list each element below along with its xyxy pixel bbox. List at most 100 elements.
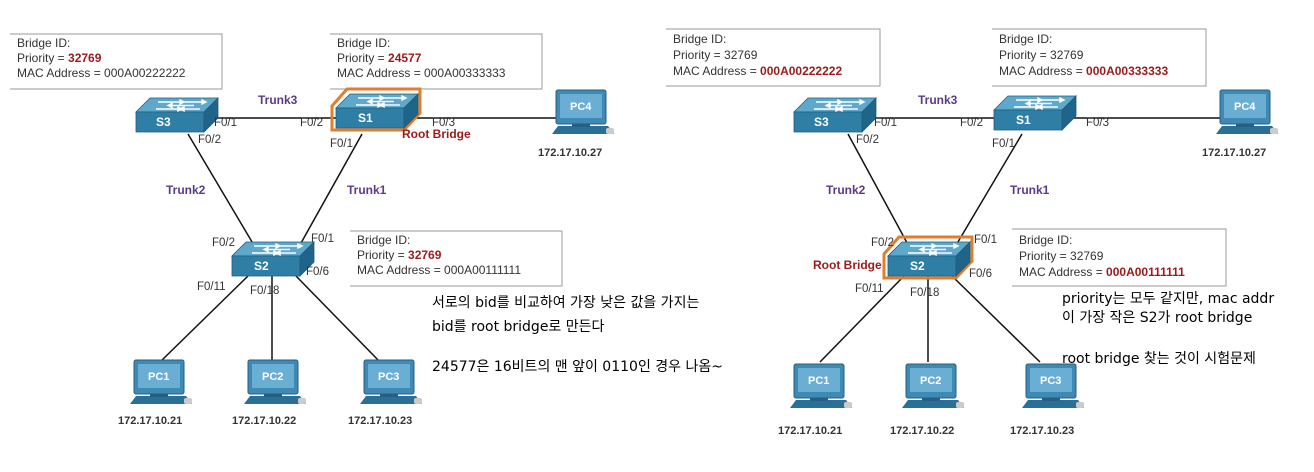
svg-text:PC3: PC3: [378, 371, 399, 383]
port-s1-f03: F0/3: [432, 117, 455, 129]
link-s3-s2-right: [847, 133, 913, 253]
bid-box-s3: Bridge ID: Priority = 32769 MAC Address …: [10, 33, 223, 90]
port-s2-f02: F0/2: [212, 237, 235, 249]
note-right-3: root bridge 찾는 것이 시험문제: [1062, 351, 1256, 367]
svg-text:Priority = 32769: Priority = 32769: [17, 51, 102, 65]
pc2-ip-right: 172.17.10.22: [890, 425, 954, 437]
svg-text:Priority = 32769: Priority = 32769: [1019, 249, 1104, 263]
pc4[interactable]: PC4: [551, 89, 615, 135]
port-s1-f03-right: F0/3: [1086, 117, 1109, 129]
svg-text:PC2: PC2: [920, 375, 941, 387]
pc1[interactable]: PC1: [129, 359, 193, 405]
port-s1-f02: F0/2: [300, 117, 323, 129]
trunk1-label-right: Trunk1: [1010, 183, 1050, 197]
svg-text:MAC Address = 000A00111111: MAC Address = 000A00111111: [1019, 265, 1185, 279]
port-s3-f01-right: F0/1: [874, 117, 897, 129]
port-s2-f01: F0/1: [311, 233, 334, 245]
svg-text:S3: S3: [156, 115, 171, 129]
root-outline-s1: [330, 87, 422, 132]
svg-text:S3: S3: [814, 115, 829, 129]
port-s2-f011-right: F0/11: [855, 283, 884, 295]
trunk3-label-right: Trunk3: [918, 93, 958, 107]
port-s2-f018-right: F0/18: [910, 287, 939, 299]
bid-box-s1-right: Bridge ID: Priority = 32769 MAC Address …: [992, 28, 1207, 87]
svg-text:S1: S1: [1016, 113, 1031, 127]
svg-text:Bridge ID:: Bridge ID:: [357, 233, 410, 247]
link-s2-pc1: [159, 275, 249, 363]
switch-s1-right[interactable]: S1: [993, 95, 1077, 131]
bid-box-s2-right: Bridge ID: Priority = 32769 MAC Address …: [1012, 228, 1227, 287]
svg-text:Bridge ID:: Bridge ID:: [999, 32, 1052, 46]
svg-text:Priority = 24577: Priority = 24577: [337, 51, 422, 65]
svg-text:PC3: PC3: [1040, 375, 1061, 387]
trunk2-label: Trunk2: [166, 183, 206, 197]
svg-text:Priority = 32769: Priority = 32769: [999, 48, 1084, 62]
link-s3-s2: [187, 133, 259, 253]
switch-s1[interactable]: S1: [335, 93, 419, 129]
pc4-ip: 172.17.10.27: [538, 147, 602, 159]
switch-s3[interactable]: S3: [135, 97, 219, 133]
pc2-right[interactable]: PC2: [901, 363, 965, 409]
svg-text:Bridge ID:: Bridge ID:: [17, 36, 70, 50]
port-s2-f018: F0/18: [250, 285, 279, 297]
bid-box-s3-right: Bridge ID: Priority = 32769 MAC Address …: [666, 28, 881, 87]
trunk1-label: Trunk1: [347, 183, 387, 197]
port-s2-f06-right: F0/6: [969, 268, 992, 280]
svg-text:PC2: PC2: [262, 371, 283, 383]
switch-s2-right[interactable]: S2: [887, 241, 971, 277]
svg-text:Priority = 32769: Priority = 32769: [357, 248, 442, 262]
svg-text:S2: S2: [254, 259, 269, 273]
link-s1-s2-right: [951, 133, 1023, 253]
root-outline-s2: [882, 235, 974, 280]
pc1-ip: 172.17.10.21: [118, 415, 182, 427]
pc3-ip: 172.17.10.23: [348, 415, 412, 427]
link-s2-pc3: [295, 275, 381, 363]
svg-text:PC4: PC4: [1234, 101, 1256, 113]
svg-text:MAC Address = 000A00333333: MAC Address = 000A00333333: [999, 64, 1168, 78]
pc4-ip-right: 172.17.10.27: [1202, 147, 1266, 159]
bid-box-s2: Bridge ID: Priority = 32769 MAC Address …: [350, 230, 563, 287]
svg-text:MAC Address = 000A00222222: MAC Address = 000A00222222: [673, 64, 842, 78]
switch-s2[interactable]: S2: [231, 241, 315, 277]
port-s2-f02-right: F0/2: [871, 237, 894, 249]
port-s3-f02: F0/2: [198, 134, 221, 146]
port-s2-f01-right: F0/1: [974, 234, 997, 246]
pc3-right[interactable]: PC3: [1021, 363, 1085, 409]
svg-text:Bridge ID:: Bridge ID:: [1019, 233, 1072, 247]
svg-text:MAC Address = 000A00222222: MAC Address = 000A00222222: [17, 66, 186, 80]
port-s3-f01: F0/1: [214, 117, 237, 129]
pc2[interactable]: PC2: [243, 359, 307, 405]
note-right-2: 이 가장 작은 S2가 root bridge: [1062, 310, 1252, 326]
trunk3-label: Trunk3: [258, 93, 298, 107]
pc2-ip: 172.17.10.22: [232, 415, 296, 427]
pc4-right[interactable]: PC4: [1215, 89, 1279, 135]
note-left-1: 서로의 bid를 비교하여 가장 낮은 값을 가지는: [432, 295, 699, 311]
switch-s3-right[interactable]: S3: [793, 97, 877, 133]
pc3[interactable]: PC3: [359, 359, 423, 405]
pc1-right[interactable]: PC1: [789, 363, 853, 409]
svg-text:PC1: PC1: [148, 371, 169, 383]
svg-text:S1: S1: [358, 111, 373, 125]
svg-text:PC1: PC1: [808, 375, 829, 387]
trunk2-label-right: Trunk2: [826, 183, 866, 197]
pc1-ip-right: 172.17.10.21: [778, 425, 842, 437]
pc3-ip-right: 172.17.10.23: [1010, 425, 1074, 437]
port-s3-f02-right: F0/2: [856, 134, 879, 146]
port-s2-f011: F0/11: [197, 281, 226, 293]
bid-box-s1: Bridge ID: Priority = 24577 MAC Address …: [330, 33, 543, 90]
port-s1-f01-right: F0/1: [992, 138, 1015, 150]
note-left-3: 24577은 16비트의 맨 앞이 0110인 경우 나옴~: [432, 359, 723, 375]
port-s2-f06: F0/6: [306, 266, 329, 278]
left-topology: Bridge ID: Priority = 32769 MAC Address …: [10, 33, 723, 427]
svg-text:Bridge ID:: Bridge ID:: [337, 36, 390, 50]
right-topology: Bridge ID: Priority = 32769 MAC Address …: [666, 28, 1279, 437]
port-s1-f02-right: F0/2: [960, 117, 983, 129]
root-bridge-label-right: Root Bridge: [813, 258, 882, 272]
svg-text:S2: S2: [910, 259, 925, 273]
link-s2-pc1-right: [819, 275, 905, 363]
note-left-2: bid를 root bridge로 만든다: [432, 319, 605, 335]
svg-text:MAC Address = 000A00111111: MAC Address = 000A00111111: [357, 263, 521, 277]
svg-text:Priority = 32769: Priority = 32769: [673, 48, 758, 62]
link-s2-pc3-right: [951, 275, 1041, 363]
root-bridge-label-left: Root Bridge: [402, 127, 471, 141]
